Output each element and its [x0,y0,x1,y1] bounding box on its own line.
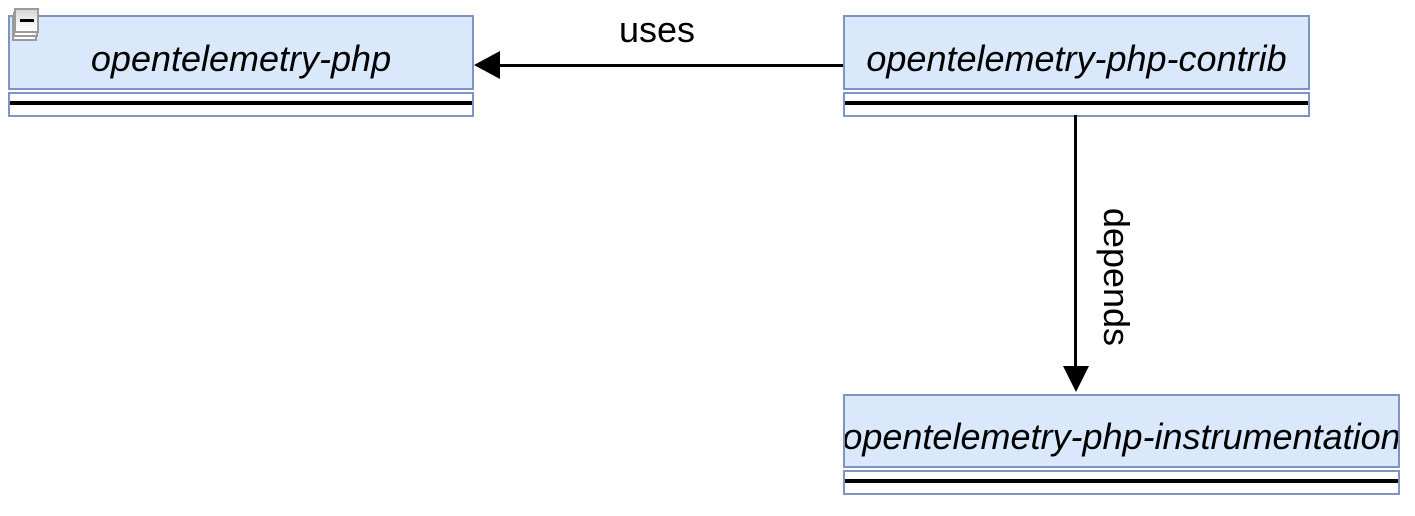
edge-uses-line[interactable] [498,64,843,67]
arrowhead-left-icon [474,51,500,79]
node-opentelemetry-php[interactable]: opentelemetry-php [8,15,474,90]
node-opentelemetry-php-contrib-strip[interactable] [843,92,1310,117]
edge-uses-label: uses [618,9,696,50]
strip-divider-line [845,101,1308,105]
node-opentelemetry-php-instrumentation-strip[interactable] [843,470,1400,495]
collapse-minus-icon[interactable] [14,8,39,33]
node-opentelemetry-php-strip[interactable] [8,92,474,117]
node-opentelemetry-php-instrumentation[interactable]: opentelemetry-php-instrumentation [843,394,1400,468]
arrowhead-down-icon [1063,366,1089,392]
strip-divider-line [845,479,1398,483]
minus-bar [19,19,34,22]
node-label: opentelemetry-php-contrib [866,37,1287,79]
node-label: opentelemetry-php-instrumentation [843,416,1400,457]
strip-divider-line [10,101,472,105]
edge-depends-label: depends [1096,207,1137,347]
node-label: opentelemetry-php [90,37,392,79]
edge-depends-line[interactable] [1074,115,1077,367]
node-opentelemetry-php-contrib[interactable]: opentelemetry-php-contrib [843,15,1310,90]
